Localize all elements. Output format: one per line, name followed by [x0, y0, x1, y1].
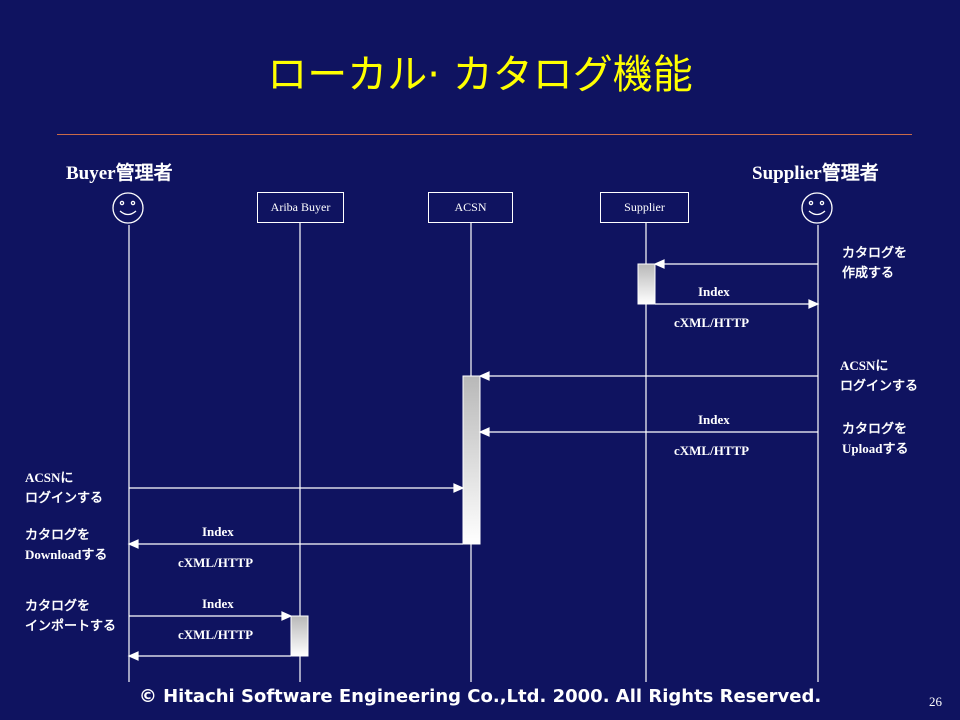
- lifeline-box-supplier: Supplier: [600, 192, 689, 223]
- msg-protocol-3: cXML/HTTP: [178, 555, 254, 570]
- note-create-catalog: カタログを 作成する: [842, 245, 908, 280]
- msg-protocol-2: cXML/HTTP: [674, 443, 750, 458]
- arrowhead-upload-catalog: [478, 427, 490, 437]
- note-buyer-login: ACSNに ログインする: [25, 470, 104, 505]
- arrowhead-index-to-supplier-admin: [808, 299, 820, 309]
- note-download-catalog: カタログを Downloadする: [25, 527, 108, 562]
- title-divider: [57, 134, 912, 135]
- msg-index-3: Index: [202, 524, 234, 539]
- note-upload-catalog: カタログを Uploadする: [842, 421, 909, 456]
- buyer-admin-label: Buyer管理者: [66, 163, 173, 184]
- lifeline-box-ariba-buyer: Ariba Buyer: [257, 192, 344, 223]
- msg-index-2: Index: [698, 412, 730, 427]
- msg-protocol-1: cXML/HTTP: [674, 315, 750, 330]
- supplier-admin-label: Supplier管理者: [752, 163, 879, 184]
- activation-ariba-buyer: [290, 615, 309, 657]
- arrowhead-buyer-login: [453, 483, 465, 493]
- activation-supplier: [637, 263, 656, 305]
- buyer-admin-smiley-icon: [112, 192, 144, 224]
- arrowhead-import-return: [127, 651, 139, 661]
- note-import-catalog: カタログを インポートする: [25, 598, 117, 633]
- arrowhead-download-catalog: [127, 539, 139, 549]
- copyright-footer: © Hitachi Software Engineering Co.,Ltd. …: [138, 686, 822, 707]
- msg-index-1: Index: [698, 284, 730, 299]
- lifeline-box-acsn: ACSN: [428, 192, 513, 223]
- arrowhead-supplier-login: [478, 371, 490, 381]
- note-supplier-login: ACSNに ログインする: [840, 358, 919, 393]
- supplier-admin-smiley-icon: [801, 192, 833, 224]
- page-number: 26: [929, 694, 942, 709]
- arrowhead-create-catalog: [653, 259, 665, 269]
- slide-title: ローカル· カタログ機能: [267, 52, 693, 98]
- msg-protocol-4: cXML/HTTP: [178, 627, 254, 642]
- msg-index-4: Index: [202, 596, 234, 611]
- arrowhead-import-catalog: [281, 611, 293, 621]
- activation-acsn: [462, 375, 481, 545]
